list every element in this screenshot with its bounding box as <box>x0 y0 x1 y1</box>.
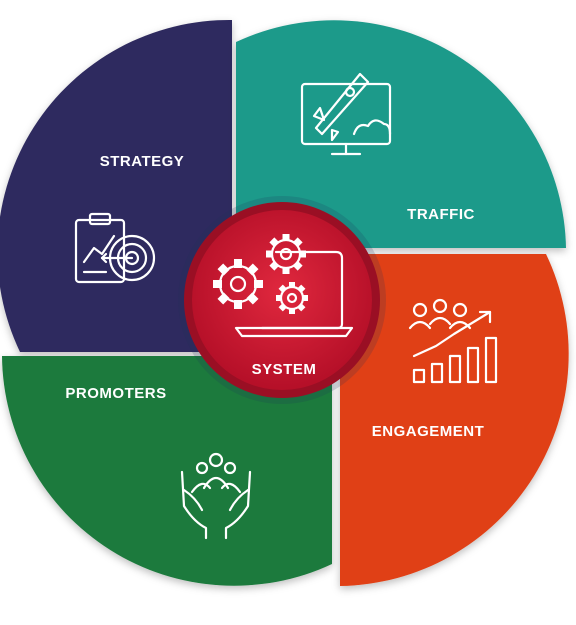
segment-promoters-label: PROMOTERS <box>65 385 166 402</box>
rocket-monitor-icon <box>300 72 392 156</box>
segment-traffic-label: TRAFFIC <box>407 206 475 223</box>
center-system: SYSTEM <box>178 196 386 404</box>
segment-strategy-shape <box>0 19 232 352</box>
strategy-target-icon <box>74 212 156 284</box>
segment-traffic-shape <box>236 20 566 249</box>
segment-engagement: ENGAGEMENT <box>340 254 569 586</box>
segment-engagement-label: ENGAGEMENT <box>372 423 485 440</box>
segment-strategy-label: STRATEGY <box>100 153 185 170</box>
segment-engagement-shape <box>340 254 569 586</box>
segment-traffic: TRAFFIC <box>236 20 566 249</box>
segment-promoters-shape <box>2 356 332 586</box>
growth-chart-people-icon <box>408 298 498 384</box>
segment-strategy: STRATEGY <box>0 19 232 352</box>
hands-community-icon <box>180 452 252 540</box>
center-label: SYSTEM <box>252 361 317 378</box>
segment-promoters: PROMOTERS <box>2 356 332 586</box>
